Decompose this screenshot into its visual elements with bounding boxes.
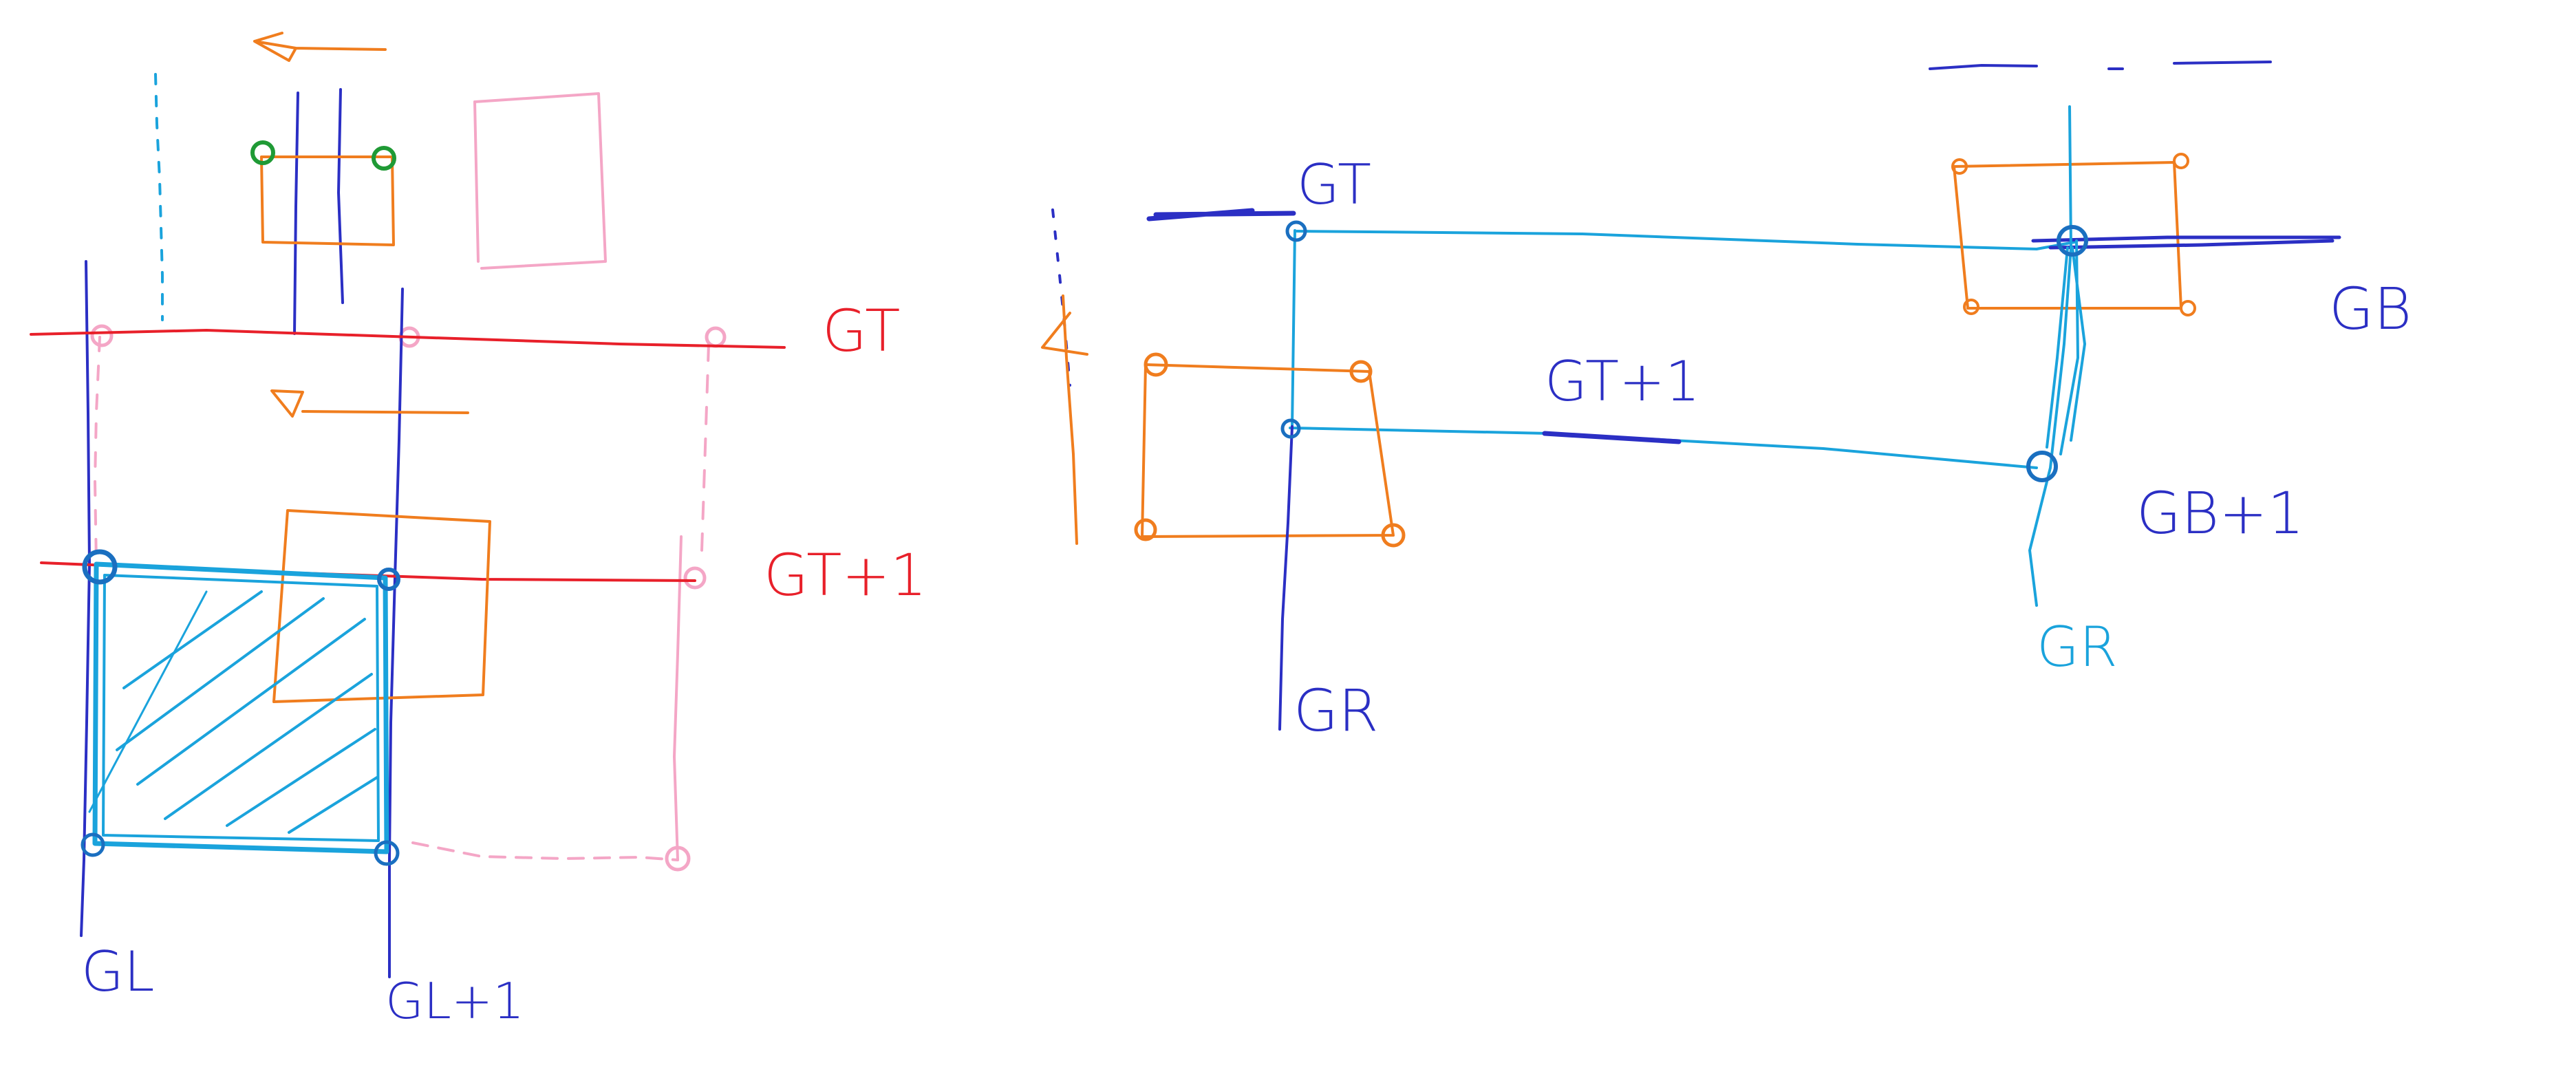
label-gt1-left: GT+1 (764, 541, 927, 609)
label-gt-left: GT (822, 297, 900, 365)
orange-node (1963, 299, 1979, 315)
label-gr-right2: GR (2037, 615, 2118, 679)
orange-rect-right-left (1141, 363, 1395, 538)
pink-ghost-grid (90, 92, 727, 872)
dashed-cyan-guide (154, 73, 164, 321)
cyan-node (2026, 451, 2058, 482)
orange-rect-top-left (260, 155, 395, 246)
orange-node (1144, 352, 1168, 377)
pink-node (90, 324, 114, 347)
cyan-node (80, 832, 105, 857)
orange-node (1134, 518, 1157, 541)
pink-node (683, 566, 707, 590)
gb-line (2031, 235, 2341, 250)
label-gb1: GB+1 (2136, 480, 2304, 547)
cyan-node (1280, 418, 1301, 439)
gt1-navy-stroke (1542, 431, 1682, 444)
left-diagram: GT GT+1 GL GL+1 (30, 32, 927, 1030)
pink-node (705, 326, 727, 348)
gl1-line (388, 288, 404, 978)
label-gl1: GL+1 (385, 972, 524, 1030)
cyan-node (377, 568, 400, 591)
label-gb: GB (2329, 275, 2412, 343)
cyan-hatched-cell (80, 549, 400, 866)
cyan-node (1285, 220, 1307, 242)
green-node (372, 146, 396, 171)
gl-line (80, 260, 91, 937)
gt-line-left (30, 329, 786, 349)
gr-line-right1 (1278, 425, 1294, 731)
cyan-vertical-left (1291, 229, 1296, 429)
cyan-connector-gt (1296, 230, 2076, 250)
label-gt1-right: GT+1 (1545, 349, 1700, 413)
cyan-node (2057, 225, 2088, 257)
orange-node (1951, 158, 1968, 175)
gt-navy-stroke (1146, 208, 1296, 222)
label-gt-right: GT (1297, 153, 1371, 217)
orange-node (2173, 153, 2189, 169)
cyan-bundle (2028, 105, 2086, 607)
orange-node (2180, 300, 2196, 316)
cyan-connector-gt1 (1289, 427, 2038, 469)
right-diagram: GT GT+1 GR GB GB+1 GR (1041, 61, 2412, 744)
green-node (250, 140, 275, 165)
orange-arrow-mid (270, 389, 469, 418)
orange-triangle-mark (1041, 294, 1088, 545)
pink-node (665, 846, 691, 872)
orange-node (1381, 523, 1406, 548)
label-gr-right1: GR (1294, 677, 1378, 744)
label-gl: GL (81, 940, 155, 1004)
top-dashes (1929, 61, 2272, 70)
cyan-node (374, 840, 400, 866)
orange-arrow-top (253, 32, 387, 62)
navy-grid-lines (80, 88, 404, 978)
orange-rect-cell (272, 509, 491, 703)
orange-node (1349, 360, 1373, 383)
cyan-node (82, 549, 118, 585)
